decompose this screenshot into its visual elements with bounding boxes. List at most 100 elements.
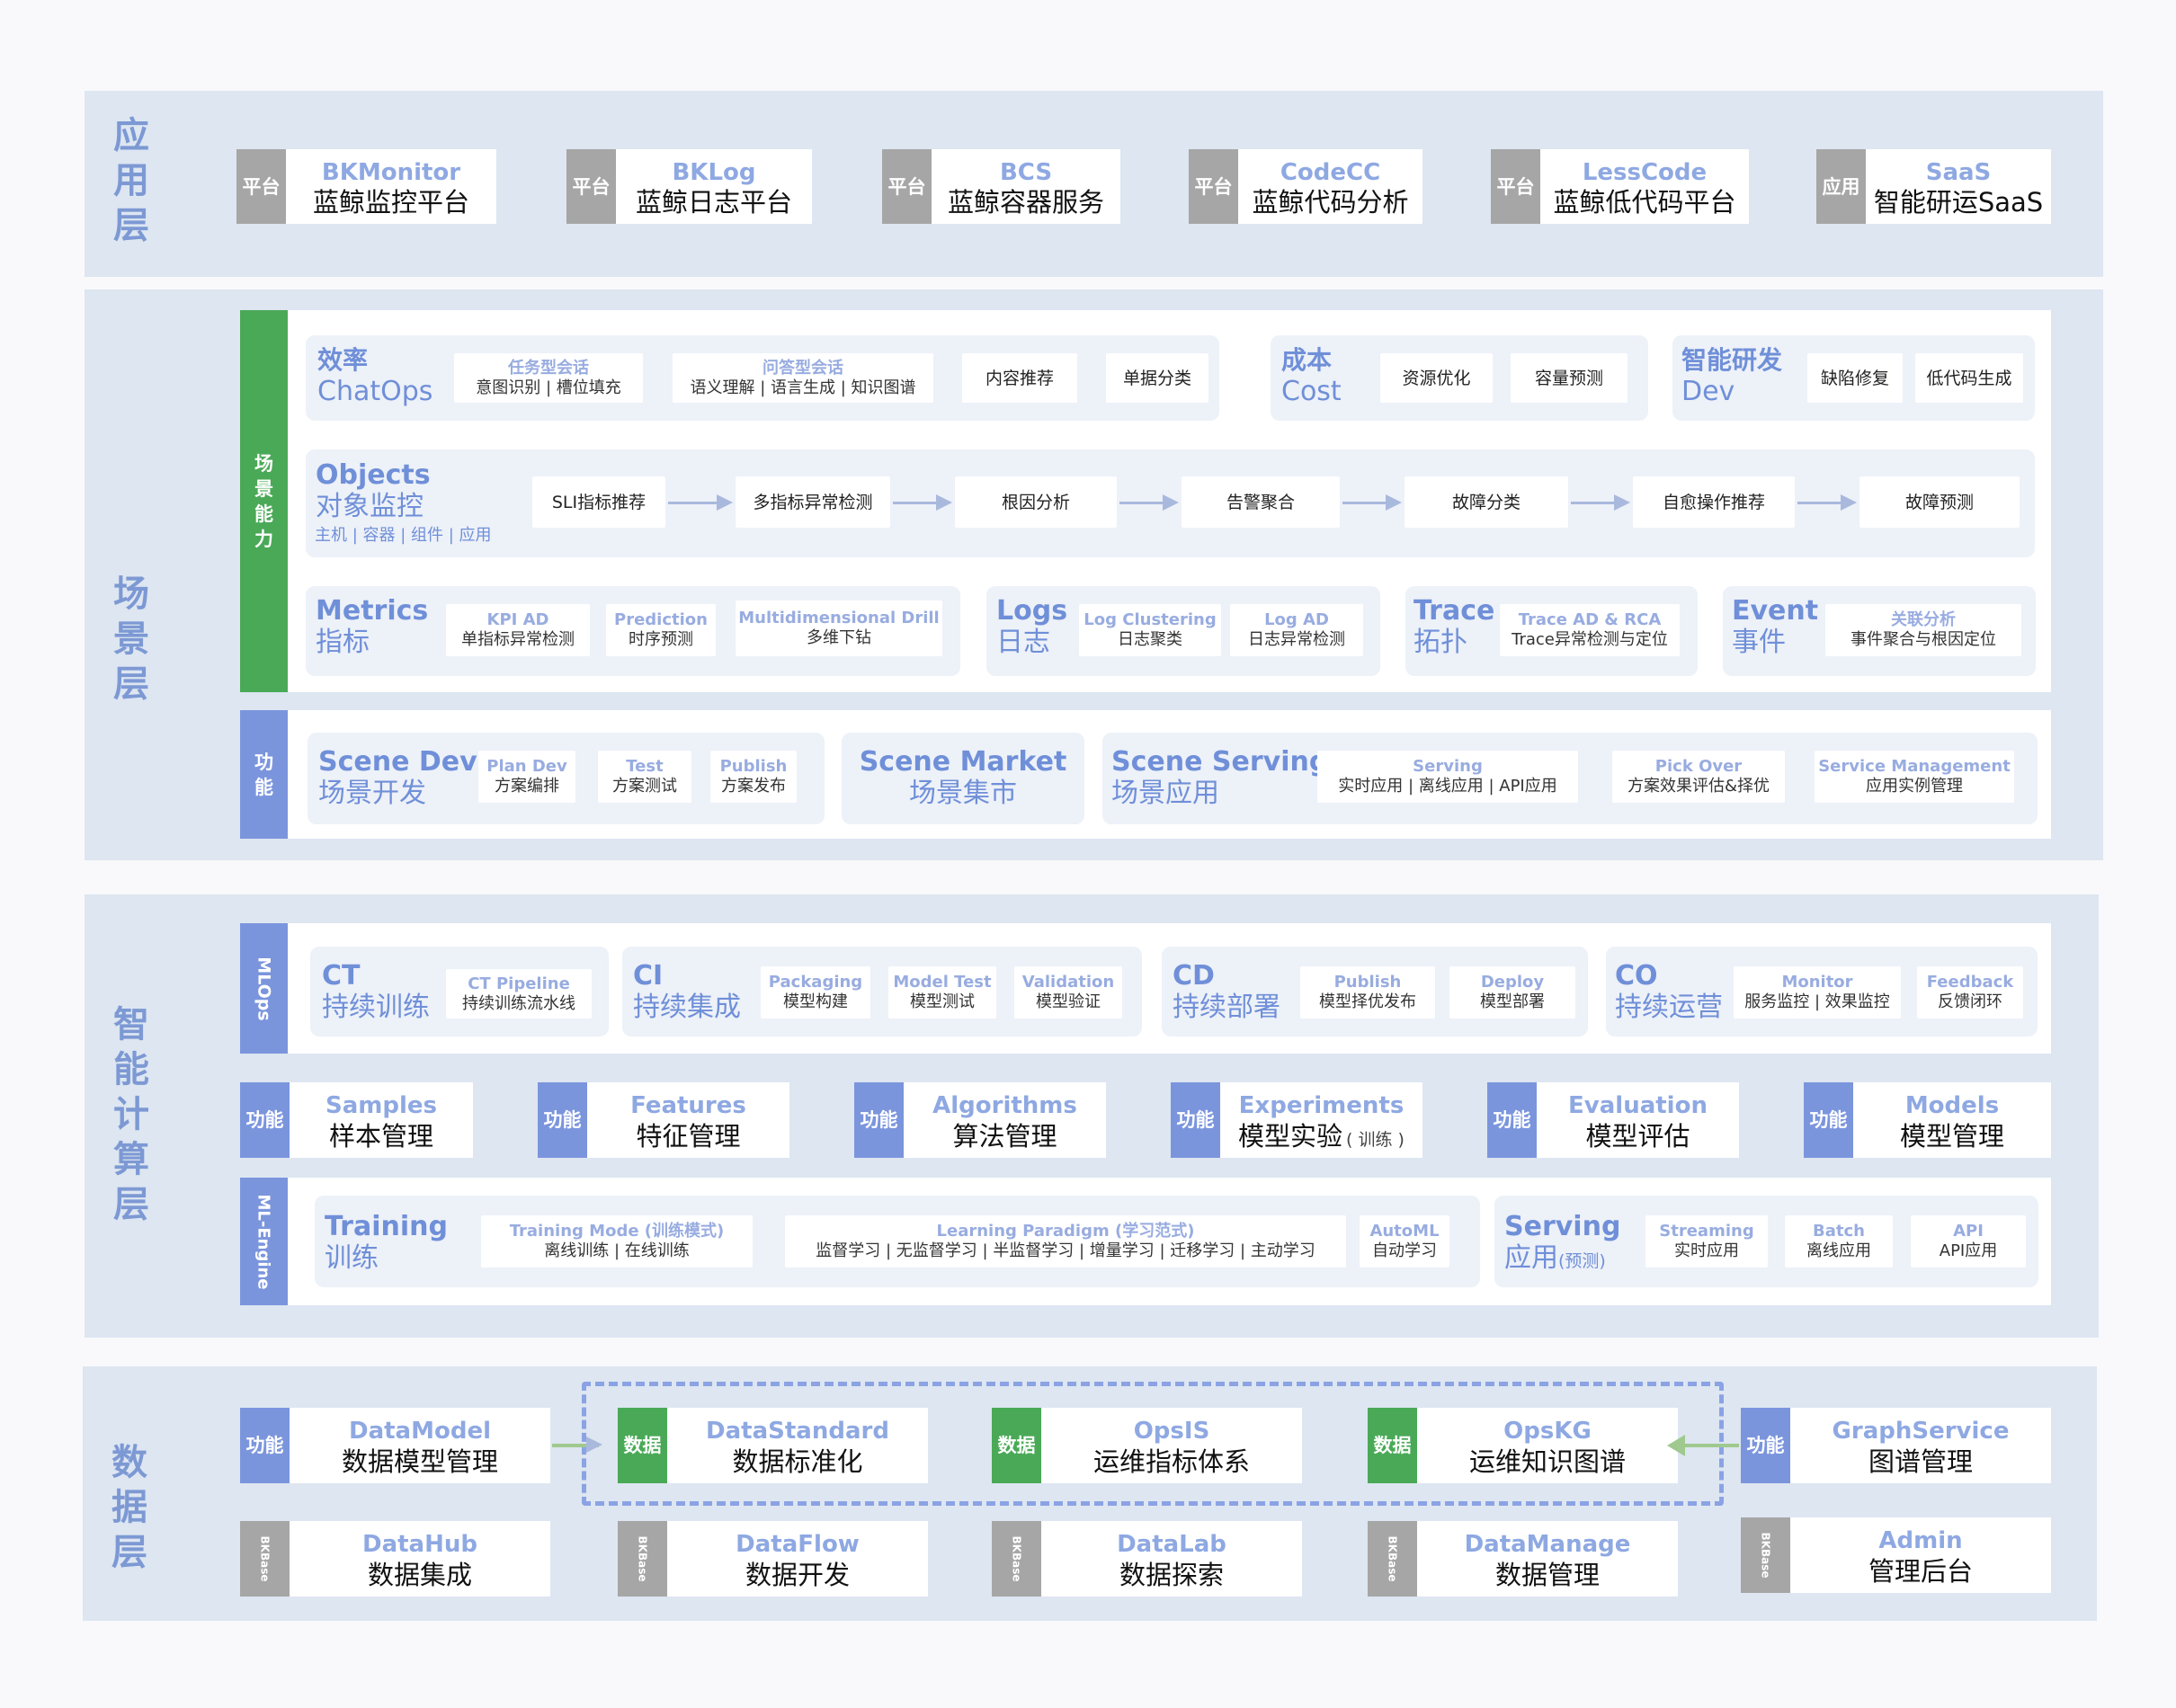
- chip-resource-opt[interactable]: 资源优化: [1380, 353, 1493, 403]
- func-card-evaluation[interactable]: Evaluation 模型评估: [1537, 1082, 1739, 1158]
- step-sli[interactable]: SLI指标推荐: [532, 476, 665, 528]
- chip-label: 资源优化: [1402, 368, 1471, 388]
- func-en: Experiments: [1238, 1092, 1405, 1119]
- step-alert-aggregation[interactable]: 告警聚合: [1182, 476, 1340, 528]
- chip-serving[interactable]: Serving 实时应用 | 离线应用 | API应用: [1317, 751, 1578, 803]
- chip-capacity-forecast[interactable]: 容量预测: [1511, 353, 1628, 403]
- chip-multidim-drill[interactable]: Multidimensional Drill 多维下钻: [736, 600, 942, 656]
- data-zh: 数据开发: [745, 1560, 850, 1590]
- func-en: Evaluation: [1568, 1092, 1708, 1119]
- chip-prediction[interactable]: Prediction 时序预测: [606, 604, 716, 656]
- chip-model-publish[interactable]: Publish 模型择优发布: [1300, 966, 1435, 1019]
- function-tag: 功能: [538, 1082, 587, 1158]
- data-card-graphservice[interactable]: GraphService 图谱管理: [1790, 1408, 2051, 1483]
- smart-dev-subtitle: Dev: [1681, 376, 1735, 407]
- func-card-samples[interactable]: Samples 样本管理: [290, 1082, 473, 1158]
- data-zh: 管理后台: [1868, 1556, 1973, 1587]
- chip-automl[interactable]: AutoML 自动学习: [1360, 1215, 1449, 1268]
- function-tag: 功能: [240, 1408, 290, 1483]
- step-root-cause[interactable]: 根因分析: [955, 476, 1117, 528]
- data-card-datamodel[interactable]: DataModel 数据模型管理: [290, 1408, 550, 1483]
- app-card-codecc[interactable]: CodeCC 蓝鲸代码分析: [1238, 149, 1422, 224]
- bkbase-tag-label: BKBase: [636, 1535, 649, 1582]
- chip-title: 问答型会话: [762, 358, 843, 378]
- func-card-algorithms[interactable]: Algorithms 算法管理: [904, 1082, 1106, 1158]
- chip-task-session[interactable]: 任务型会话 意图识别 | 槽位填充: [454, 353, 643, 403]
- data-card-datahub[interactable]: DataHub 数据集成: [290, 1521, 550, 1597]
- chip-sub: 实时应用 | 离线应用 | API应用: [1338, 777, 1557, 796]
- data-zh: 数据模型管理: [341, 1446, 498, 1477]
- chip-test[interactable]: Test 方案测试: [598, 751, 691, 803]
- step-fault-classify[interactable]: 故障分类: [1405, 476, 1568, 528]
- chip-packaging[interactable]: Packaging 模型构建: [761, 966, 870, 1019]
- chip-qa-session[interactable]: 问答型会话 语义理解 | 语言生成 | 知识图谱: [673, 353, 933, 403]
- data-card-admin[interactable]: Admin 管理后台: [1790, 1517, 2051, 1593]
- chip-api[interactable]: API API应用: [1911, 1215, 2026, 1268]
- app-card-saas[interactable]: SaaS 智能研运SaaS: [1866, 149, 2051, 224]
- chip-batch[interactable]: Batch 离线应用: [1785, 1215, 1893, 1268]
- cd-title: CD: [1173, 960, 1215, 992]
- chip-label: 缺陷修复: [1820, 368, 1889, 388]
- chip-monitor[interactable]: Monitor 服务监控 | 效果监控: [1734, 966, 1901, 1019]
- step-label: 故障分类: [1451, 492, 1521, 512]
- chip-service-mgmt[interactable]: Service Management 应用实例管理: [1815, 751, 2014, 803]
- chip-pick-over[interactable]: Pick Over 方案效果评估&择优: [1612, 751, 1785, 803]
- data-card-datamanage[interactable]: DataManage 数据管理: [1417, 1521, 1678, 1597]
- chip-content-recommend[interactable]: 内容推荐: [962, 353, 1077, 403]
- step-self-heal[interactable]: 自愈操作推荐: [1633, 476, 1795, 528]
- chip-label: 内容推荐: [985, 368, 1054, 388]
- scene-market-group[interactable]: [842, 733, 1084, 824]
- chip-streaming[interactable]: Streaming 实时应用: [1645, 1215, 1768, 1268]
- chip-correlation[interactable]: 关联分析 事件聚合与根因定位: [1825, 604, 2021, 656]
- chip-feedback[interactable]: Feedback 反馈闭环: [1917, 966, 2023, 1019]
- chip-title: Publish: [719, 757, 788, 776]
- chip-kpi-ad[interactable]: KPI AD 单指标异常检测: [446, 604, 590, 656]
- func-card-experiments[interactable]: Experiments 模型实验( 训练 ): [1220, 1082, 1422, 1158]
- app-zh: 蓝鲸日志平台: [635, 187, 792, 218]
- chip-validation[interactable]: Validation 模型验证: [1014, 966, 1122, 1019]
- chip-model-test[interactable]: Model Test 模型测试: [888, 966, 996, 1019]
- engine-serving-subtitle: 应用: [1504, 1242, 1558, 1274]
- app-card-lesscode[interactable]: LessCode 蓝鲸低代码平台: [1540, 149, 1749, 224]
- chip-deploy[interactable]: Deploy 模型部署: [1449, 966, 1575, 1019]
- func-card-models[interactable]: Models 模型管理: [1853, 1082, 2051, 1158]
- app-en: BCS: [999, 159, 1053, 186]
- scene-dev-title: Scene Dev: [318, 746, 477, 778]
- chip-log-clustering[interactable]: Log Clustering 日志聚类: [1079, 604, 1221, 656]
- app-card-bklog[interactable]: BKLog 蓝鲸日志平台: [616, 149, 812, 224]
- data-card-dataflow[interactable]: DataFlow 数据开发: [667, 1521, 928, 1597]
- chip-ct-pipeline[interactable]: CT Pipeline 持续训练流水线: [446, 969, 592, 1019]
- app-card-bcs[interactable]: BCS 蓝鲸容器服务: [932, 149, 1120, 224]
- chip-ticket-classify[interactable]: 单据分类: [1106, 353, 1208, 403]
- app-card-bkmonitor[interactable]: BKMonitor 蓝鲸监控平台: [286, 149, 496, 224]
- app-en: LessCode: [1582, 159, 1708, 186]
- chip-lowcode-gen[interactable]: 低代码生成: [1915, 353, 2023, 403]
- app-en: CodeCC: [1280, 159, 1381, 186]
- chip-title: Model Test: [893, 973, 992, 992]
- data-card-datalab[interactable]: DataLab 数据探索: [1041, 1521, 1302, 1597]
- chip-defect-fix[interactable]: 缺陷修复: [1807, 353, 1903, 403]
- data-en: OpsIS: [1133, 1418, 1210, 1445]
- chip-title: Monitor: [1781, 973, 1853, 992]
- ai-layer-title: 智能计算层: [113, 1004, 149, 1225]
- chip-log-ad[interactable]: Log AD 日志异常检测: [1230, 604, 1363, 656]
- chip-training-mode[interactable]: Training Mode (训练模式) 离线训练 | 在线训练: [481, 1215, 753, 1268]
- func-zh: 样本管理: [328, 1121, 433, 1152]
- data-tag: 数据: [1368, 1408, 1417, 1483]
- step-multi-metric-ad[interactable]: 多指标异常检测: [736, 476, 890, 528]
- data-flow-arrow-left: [1667, 1435, 1739, 1456]
- func-zh: 模型管理: [1899, 1121, 2004, 1152]
- chip-trace-ad-rca[interactable]: Trace AD & RCA Trace异常检测与定位: [1500, 604, 1680, 656]
- scene-serving-subtitle: 场景应用: [1111, 778, 1219, 809]
- chip-learning-paradigm[interactable]: Learning Paradigm (学习范式) 监督学习 | 无监督学习 | …: [785, 1215, 1346, 1268]
- data-card-datastandard[interactable]: DataStandard 数据标准化: [667, 1408, 928, 1483]
- func-card-features[interactable]: Features 特征管理: [587, 1082, 789, 1158]
- flow-arrow: [893, 494, 952, 511]
- chip-plan-dev[interactable]: Plan Dev 方案编排: [478, 751, 575, 803]
- event-subtitle: 事件: [1732, 627, 1786, 658]
- data-card-opskg[interactable]: OpsKG 运维知识图谱: [1417, 1408, 1678, 1483]
- function-tag: 功能: [1487, 1082, 1537, 1158]
- data-card-opsis[interactable]: OpsIS 运维指标体系: [1041, 1408, 1302, 1483]
- chip-publish[interactable]: Publish 方案发布: [710, 751, 797, 803]
- step-fault-forecast[interactable]: 故障预测: [1859, 476, 2020, 528]
